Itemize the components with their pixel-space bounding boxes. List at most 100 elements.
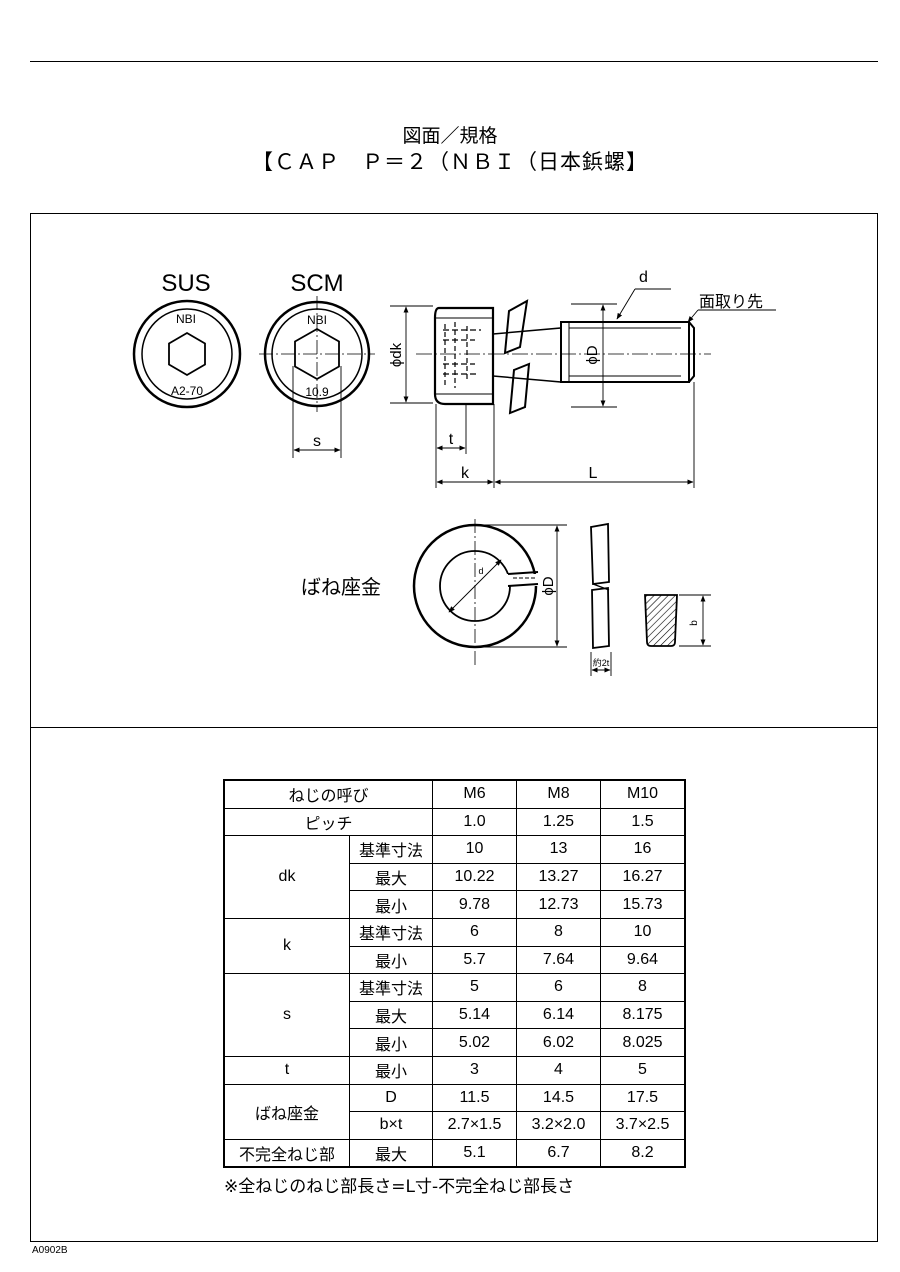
sus-label: SUS — [161, 270, 210, 297]
scm-head-view: SCM NBI 10.9 s — [259, 270, 375, 458]
dim-k-label: k — [461, 465, 470, 482]
size-m10: M10 — [600, 779, 686, 809]
row-sub: 最小 — [349, 1028, 433, 1057]
cell: 14.5 — [516, 1083, 601, 1113]
cell: 13 — [516, 835, 601, 864]
cell: 8.175 — [600, 1000, 686, 1030]
washer-label: ばね座金 — [301, 576, 381, 599]
dk-label: dk — [223, 835, 350, 919]
row-sub: 基準寸法 — [349, 973, 433, 1002]
dim-s-label: s — [313, 433, 321, 450]
cell: 12.73 — [516, 890, 601, 919]
cell: 1.5 — [600, 807, 686, 837]
cell: 5.7 — [432, 945, 517, 975]
table-row: t 最小 3 4 5 — [223, 1055, 686, 1085]
dim-dk-label: ϕdk — [388, 342, 405, 367]
washer-thickness-label: 約2t — [593, 657, 610, 668]
row-sub: 最大 — [349, 1000, 433, 1030]
t-label: t — [223, 1055, 350, 1085]
size-header: ねじの呼び — [223, 779, 433, 809]
frame-divider — [31, 727, 877, 728]
table-row: ばね座金 D 11.5 14.5 17.5 — [223, 1083, 686, 1140]
cell: 15.73 — [600, 890, 686, 919]
chamfer-label: 面取り先 — [699, 293, 763, 311]
cell: 6.02 — [516, 1028, 601, 1057]
row-sub: D — [349, 1083, 433, 1113]
size-m6: M6 — [432, 779, 517, 809]
row-sub: 最小 — [349, 1055, 433, 1085]
cell: 17.5 — [600, 1083, 686, 1113]
technical-drawing: SUS NBI A2-70 SCM NBI 10.9 s — [132, 269, 776, 676]
cell: 2.7×1.5 — [432, 1111, 517, 1140]
row-sub: b×t — [349, 1111, 433, 1140]
k-label: k — [223, 917, 350, 975]
cell: 10 — [432, 835, 517, 864]
cell: 16.27 — [600, 862, 686, 892]
table-row: ピッチ 1.0 1.25 1.5 — [223, 807, 686, 837]
sus-head-view: SUS NBI A2-70 — [132, 270, 242, 409]
cell: 9.78 — [432, 890, 517, 919]
cell: 7.64 — [516, 945, 601, 975]
dim-d-label: d — [639, 269, 648, 286]
cell: 6.14 — [516, 1000, 601, 1030]
table-row: 最大 5.14 6.14 8.175 — [224, 1000, 686, 1030]
row-sub: 最小 — [349, 945, 433, 975]
cell: 10 — [600, 917, 686, 947]
table-row: 最小 5.7 7.64 9.64 — [224, 945, 686, 975]
pitch-label: ピッチ — [223, 807, 433, 837]
size-m8: M8 — [516, 779, 601, 809]
cell: 6 — [516, 973, 601, 1002]
cell: 13.27 — [516, 862, 601, 892]
table-row: ねじの呼び M6 M8 M10 — [223, 779, 686, 809]
cell: 5 — [432, 973, 517, 1002]
cell: 5 — [600, 1055, 686, 1085]
page-subtitle: 【ＣＡＰ Ｐ＝２（ＮＢＩ（日本鋲螺】 — [252, 150, 648, 174]
cell: 10.22 — [432, 862, 517, 892]
scm-mark-top: NBI — [307, 313, 327, 327]
cell: 8 — [516, 917, 601, 947]
washer-D-label: ϕD — [540, 576, 557, 595]
spec-table: ねじの呼び M6 M8 M10 ピッチ 1.0 1.25 1.5 dk 基準寸法… — [223, 779, 686, 1169]
page-title: 図面／規格 — [402, 125, 498, 147]
table-row: 最大 10.22 13.27 16.27 — [224, 862, 686, 892]
cell: 6.7 — [516, 1138, 601, 1168]
screw-side-view: ϕdk ϕD d 面取り先 t k — [388, 269, 776, 488]
sus-grade: A2-70 — [171, 384, 203, 398]
spring-washer-view: ばね座金 d ϕD 約2t — [301, 519, 711, 676]
washer-row-label: ばね座金 — [223, 1083, 350, 1140]
row-sub: 基準寸法 — [349, 917, 433, 947]
cell: 1.25 — [516, 807, 601, 837]
incomplete-label: 不完全ねじ部 — [223, 1138, 350, 1168]
scm-label: SCM — [290, 270, 343, 297]
cell: 8 — [600, 973, 686, 1002]
table-row: 不完全ねじ部 最大 5.1 6.7 8.2 — [223, 1138, 686, 1168]
cell: 3.7×2.5 — [600, 1111, 686, 1140]
washer-d-label: d — [478, 566, 483, 576]
cell: 8.2 — [600, 1138, 686, 1168]
cell: 9.64 — [600, 945, 686, 975]
dim-t-label: t — [449, 431, 454, 448]
row-sub: 最小 — [349, 890, 433, 919]
document-code: A0902B — [32, 1245, 68, 1256]
s-label: s — [223, 973, 350, 1057]
table-row: 最小 5.02 6.02 8.025 — [224, 1028, 686, 1057]
dim-D-label: ϕD — [584, 345, 601, 364]
scm-grade: 10.9 — [305, 385, 329, 399]
cell: 1.0 — [432, 807, 517, 837]
table-row: dk 基準寸法 10 13 16 — [223, 835, 686, 919]
table-row: s 基準寸法 5 6 8 — [223, 973, 686, 1057]
drawing-frame: SUS NBI A2-70 SCM NBI 10.9 s — [30, 213, 878, 1242]
cell: 16 — [600, 835, 686, 864]
cell: 5.02 — [432, 1028, 517, 1057]
footnote: ※全ねじのねじ部長さ=L寸-不完全ねじ部長さ — [224, 1177, 575, 1197]
row-sub: 最大 — [349, 1138, 433, 1168]
cell: 5.1 — [432, 1138, 517, 1168]
dim-L-label: L — [589, 465, 598, 482]
cell: 4 — [516, 1055, 601, 1085]
sus-mark-top: NBI — [176, 312, 196, 326]
cell: 11.5 — [432, 1083, 517, 1113]
cell: 6 — [432, 917, 517, 947]
table-row: k 基準寸法 6 8 10 — [223, 917, 686, 975]
cell: 8.025 — [600, 1028, 686, 1057]
row-sub: 基準寸法 — [349, 835, 433, 864]
